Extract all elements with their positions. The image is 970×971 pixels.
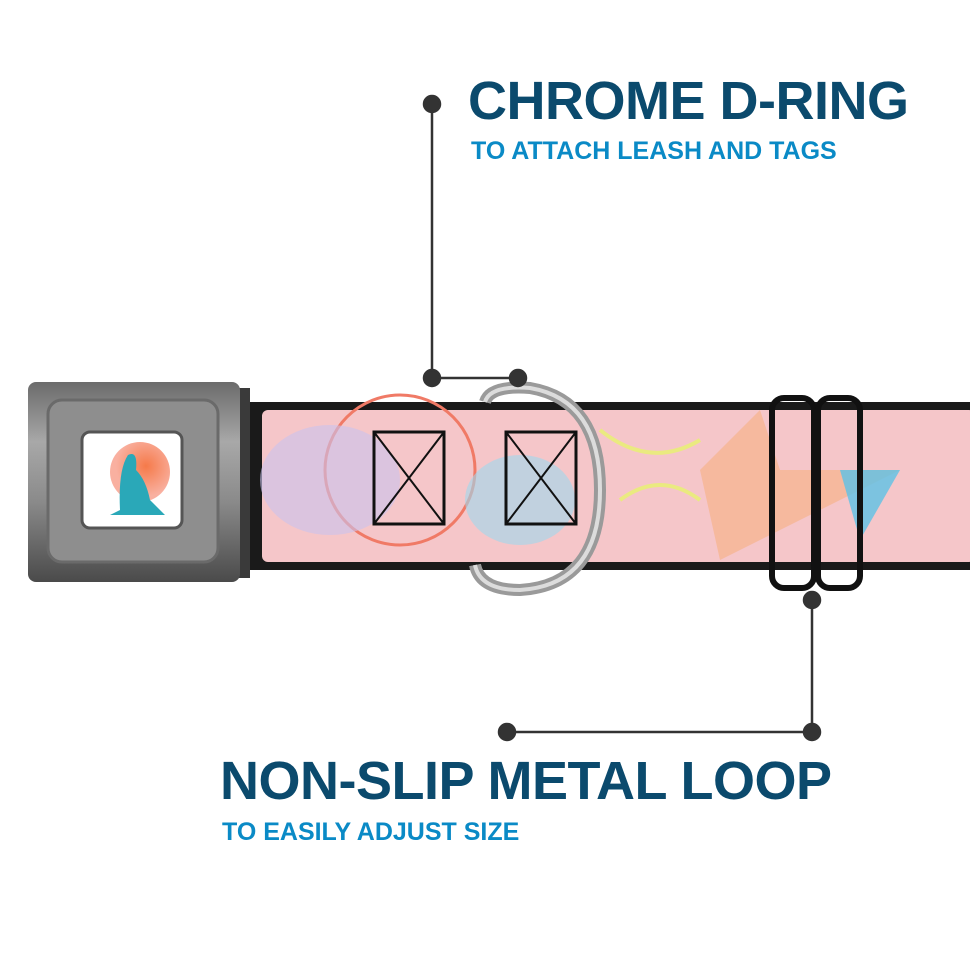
d-ring	[469, 381, 607, 597]
collar-strap	[235, 393, 970, 570]
callout-subtitle-loop: TO EASILY ADJUST SIZE	[222, 818, 520, 846]
mermaid-silhouette	[110, 454, 165, 515]
callout-title-loop: NON-SLIP METAL LOOP	[220, 751, 832, 811]
callout-title-d-ring: CHROME D-RING	[468, 71, 909, 131]
callout-subtitle-d-ring: TO ATTACH LEASH AND TAGS	[471, 137, 837, 165]
leader-line-d-ring	[422, 94, 528, 388]
leader-line-loop	[497, 590, 822, 742]
seatbelt-buckle	[28, 382, 250, 582]
metal-loop	[769, 395, 863, 591]
